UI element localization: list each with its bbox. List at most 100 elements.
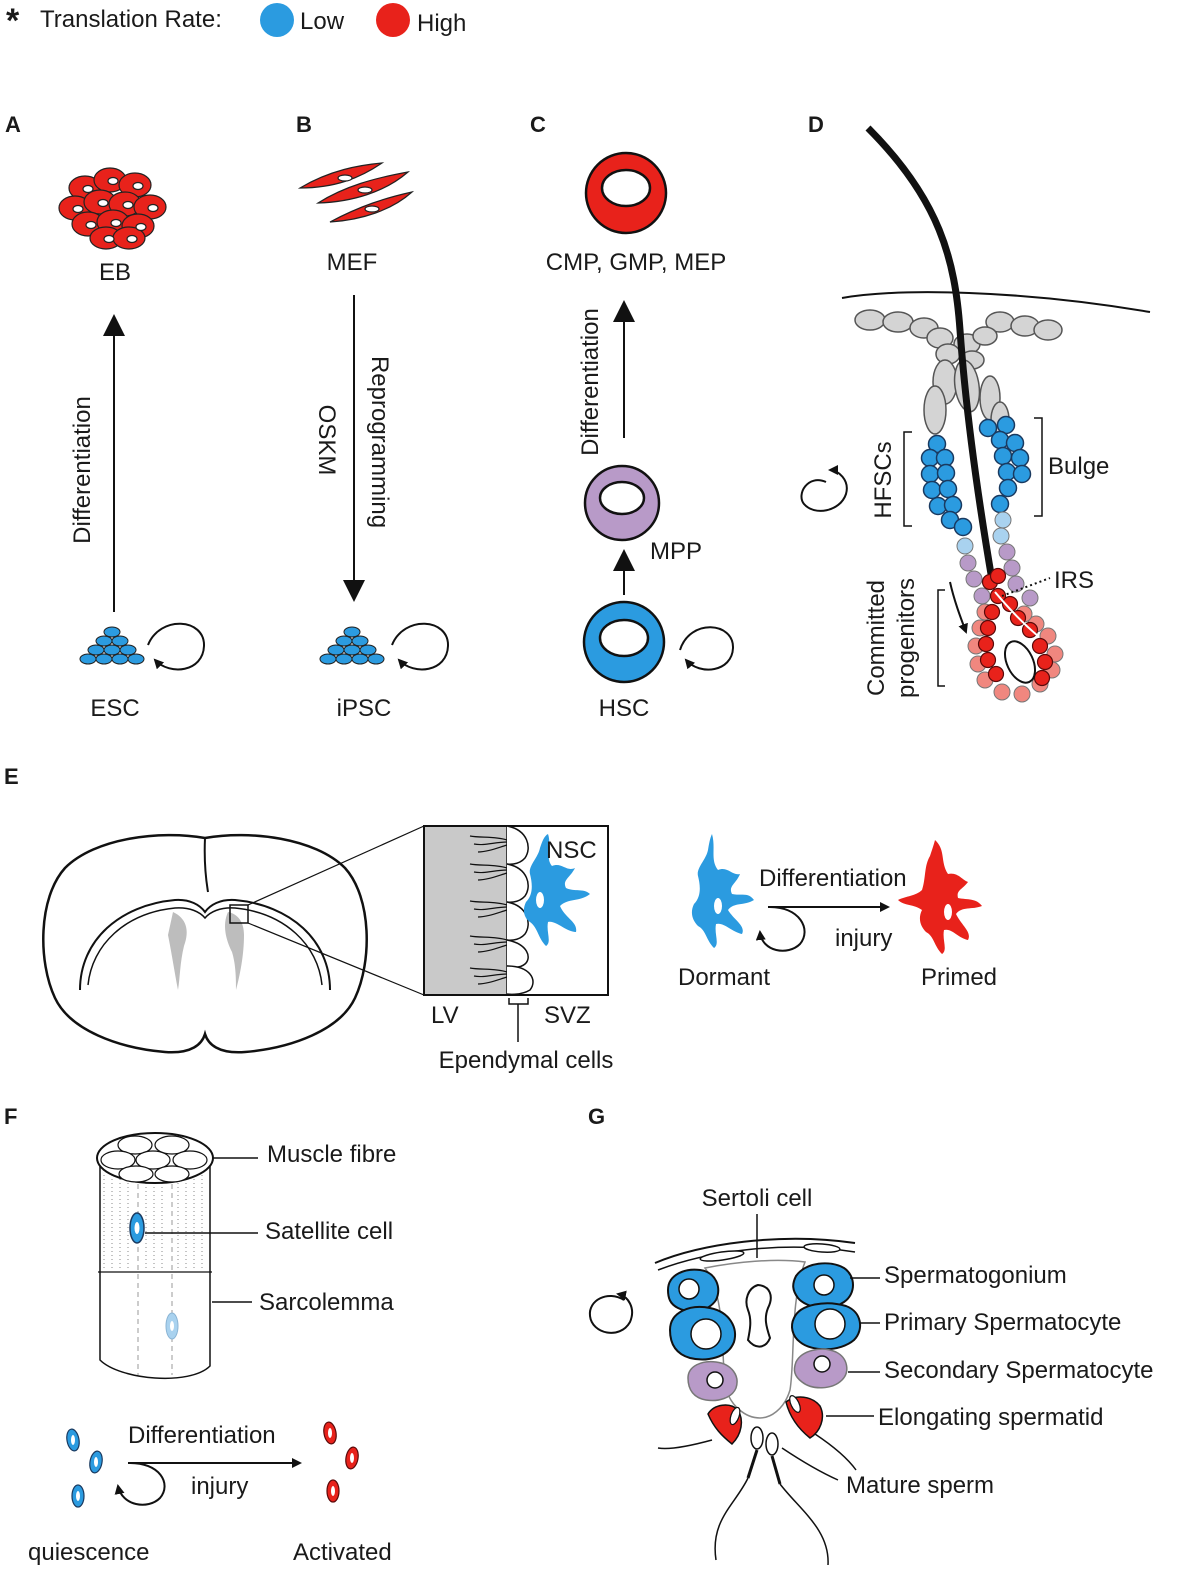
- primed-nsc-nucleus: [944, 904, 952, 920]
- lv-label: LV: [431, 1002, 459, 1029]
- quiescent-nuclei: [71, 1435, 98, 1501]
- spermatogonium-right: [792, 1262, 854, 1309]
- legend-high-swatch: [376, 3, 410, 37]
- panel-a-letter: A: [5, 112, 21, 137]
- hair-shaft: [865, 125, 996, 581]
- primary-spermatocyte-left: [668, 1306, 736, 1361]
- ipsc-colony: [319, 626, 385, 665]
- ependymal-cell-layer: [506, 825, 534, 996]
- embryoid-body-cluster: [58, 167, 167, 250]
- primed-label: Primed: [921, 964, 997, 991]
- zoom-box: [229, 904, 249, 924]
- spermatogonium-label: Spermatogonium: [884, 1262, 1067, 1289]
- bulge-label: Bulge: [1048, 453, 1109, 480]
- panel-b: B MEF Reprogramming OSKM iPSC: [296, 112, 450, 722]
- differentiation-label-e: Differentiation: [759, 865, 907, 892]
- cmp-gmp-mep-label: CMP, GMP, MEP: [546, 249, 727, 276]
- self-renewal-arrow-c: [679, 626, 735, 671]
- legend-high-label: High: [417, 10, 466, 37]
- corpus-callosum-inner: [87, 907, 323, 986]
- activated-satellite-cells: [323, 1421, 359, 1503]
- dormant-nsc: [691, 834, 754, 948]
- irs-tract: [994, 591, 1039, 637]
- hfsc-right-column: [978, 415, 1032, 514]
- quiescence-label: quiescence: [28, 1539, 149, 1566]
- brain-section-outline: [42, 833, 368, 1054]
- zoom-line-top: [247, 825, 425, 906]
- panel-d: D: [800, 112, 1151, 703]
- differentiation-label-f: Differentiation: [128, 1422, 276, 1449]
- self-renewal-arrow-g: [588, 1290, 634, 1334]
- hfsc-left-column: [920, 434, 973, 537]
- lateral-ventricle-region: [425, 827, 507, 994]
- secondary-spermatocyte-right: [793, 1348, 848, 1389]
- self-renewal-arrow-b: [391, 622, 450, 671]
- activated-nuclei: [328, 1428, 354, 1496]
- esc-colony: [79, 626, 145, 665]
- muscle-fibre-bundle: [99, 1160, 211, 1380]
- panel-f-letter: F: [4, 1104, 17, 1129]
- legend: * Translation Rate: Low High: [6, 2, 466, 40]
- committed-label-line1: Committed: [863, 580, 890, 696]
- ependymal-label: Ependymal cells: [439, 1047, 614, 1074]
- self-renewal-arrow-f: [114, 1461, 166, 1506]
- hfsc-label: HFSCs: [870, 441, 897, 518]
- secondary-spermatocyte-left: [687, 1360, 738, 1402]
- muscle-fibre-label: Muscle fibre: [267, 1141, 396, 1168]
- zoom-line-bottom: [247, 922, 425, 996]
- mature-sperm-label: Mature sperm: [846, 1472, 994, 1499]
- mature-sperm-pair: [714, 1426, 829, 1566]
- fibre-cross-section-cells: [100, 1135, 208, 1183]
- quiescent-satellite-cells: [66, 1428, 103, 1508]
- self-renewal-arrow-a: [147, 622, 206, 671]
- satellite-cell-label: Satellite cell: [265, 1218, 393, 1245]
- panel-e: E NSC LV SVZ Ependy: [4, 764, 997, 1074]
- reprogramming-label: Reprogramming: [366, 356, 393, 528]
- panel-e-letter: E: [4, 764, 19, 789]
- mpp-cell: [583, 464, 661, 542]
- differentiation-label-a: Differentiation: [69, 396, 96, 544]
- panel-f: F Muscle fibre Satellite cell Sarcolemma: [4, 1104, 396, 1566]
- hsc-label: HSC: [599, 695, 650, 722]
- dermal-papilla: [1003, 640, 1037, 684]
- elongating-spermatid-left: [657, 1404, 743, 1450]
- basement-membrane-outer: [654, 1237, 856, 1264]
- eb-label: EB: [99, 259, 131, 286]
- nsc-label: NSC: [546, 837, 597, 864]
- dormant-label: Dormant: [678, 964, 770, 991]
- sertoli-nucleus: [745, 1283, 772, 1348]
- legend-low-swatch: [260, 3, 294, 37]
- committed-label-line2: progenitors: [893, 578, 920, 698]
- primed-nsc: [898, 840, 982, 954]
- bulge-bracket: [1034, 417, 1043, 517]
- panel-g: G Sertoli cell: [588, 1104, 1153, 1566]
- legend-asterisk: *: [6, 2, 20, 40]
- esc-label: ESC: [90, 695, 139, 722]
- irs-label: IRS: [1054, 567, 1094, 594]
- panel-g-letter: G: [588, 1104, 605, 1129]
- myoid-cell-1: [699, 1250, 745, 1262]
- oskm-label: OSKM: [313, 405, 340, 476]
- sertoli-label: Sertoli cell: [702, 1185, 813, 1212]
- brain-midline: [203, 837, 209, 893]
- differentiation-label-c: Differentiation: [577, 308, 604, 456]
- elongating-spermatid-label: Elongating spermatid: [878, 1404, 1103, 1431]
- injury-label-e: injury: [835, 925, 892, 952]
- injury-label-f: injury: [191, 1473, 248, 1500]
- mpp-label: MPP: [650, 538, 702, 565]
- mef-cells: [297, 162, 415, 223]
- epidermis-cells: [854, 309, 1063, 439]
- self-renewal-arrow-d: [800, 465, 848, 512]
- svz-label: SVZ: [544, 1002, 591, 1029]
- spermatogonium-left: [666, 1268, 720, 1313]
- myoid-cell-2: [803, 1243, 841, 1253]
- hsc-cell: [582, 600, 666, 684]
- panel-a: A EB Differentiation: [5, 112, 206, 722]
- satellite-cell-faded-nucleus: [170, 1321, 174, 1331]
- transition-cells: [956, 511, 1039, 607]
- committed-bracket: [937, 589, 945, 687]
- primary-spermatocyte-label: Primary Spermatocyte: [884, 1309, 1121, 1336]
- sarcolemma-label: Sarcolemma: [259, 1289, 394, 1316]
- panel-b-letter: B: [296, 112, 312, 137]
